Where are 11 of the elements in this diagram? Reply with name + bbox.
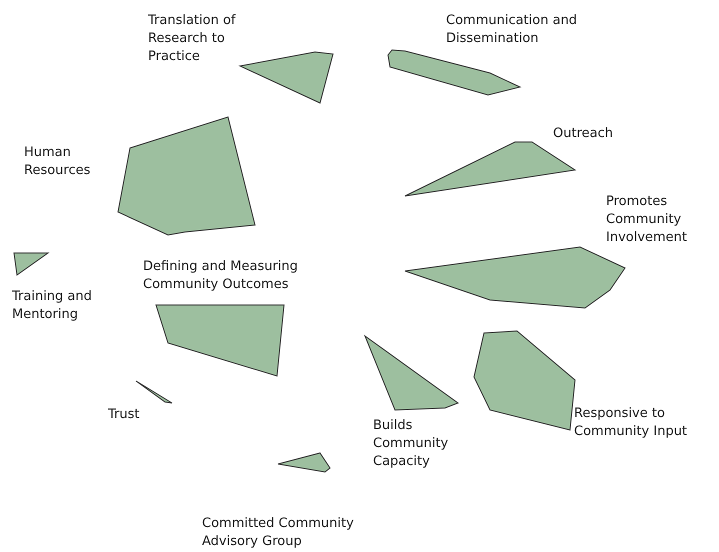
cluster-label: Trust: [108, 406, 140, 424]
cluster-label: Promotes Community Involvement: [606, 193, 688, 247]
cluster-label: Defining and Measuring Community Outcomes: [143, 258, 299, 294]
cluster-label: Responsive to Community Input: [574, 405, 688, 441]
cluster-label: Committed Community Advisory Group: [202, 515, 355, 551]
cluster-label: Translation of Research to Practice: [148, 12, 237, 66]
cluster-label: Builds Community Capacity: [373, 417, 450, 471]
cluster-label: Training and Mentoring: [12, 288, 93, 324]
cluster-label: Human Resources: [24, 144, 92, 180]
cluster-label: Communication and Dissemination: [446, 12, 578, 48]
cluster-label: Outreach: [553, 125, 614, 143]
